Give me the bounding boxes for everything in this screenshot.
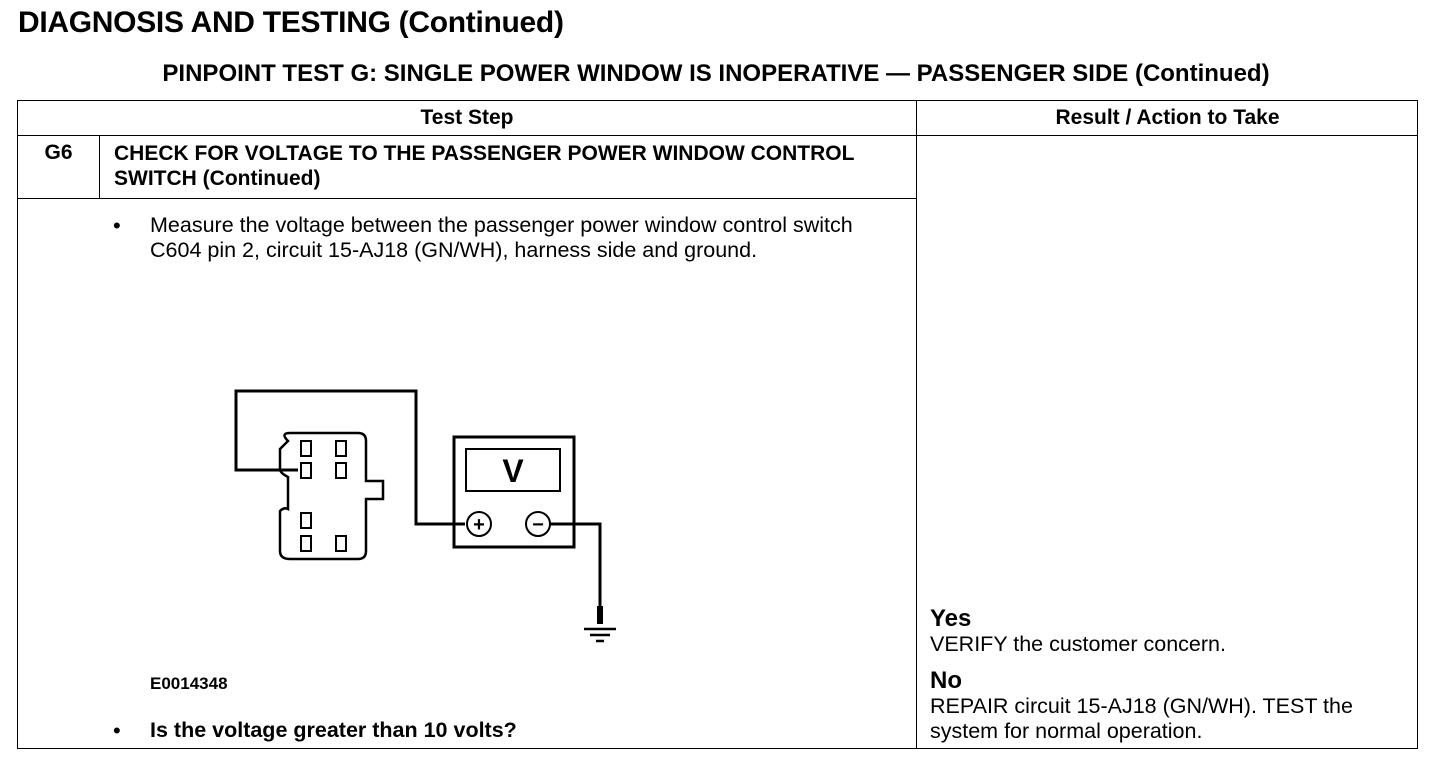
page-title: DIAGNOSIS AND TESTING (Continued) [18,6,564,39]
header-test-step: Test Step [420,106,514,129]
connector-c604 [278,431,385,561]
step-id: G6 [18,136,100,198]
result-yes-label: Yes [930,605,972,632]
test-lead-positive-wire [234,389,465,526]
step-question: Is the voltage greater than 10 volts? [150,718,517,742]
voltmeter-label: V [502,453,524,489]
ground-icon [584,627,616,643]
voltage-measurement-diagram: V + − [234,389,616,643]
result-no-label: No [930,667,962,694]
step-instruction: Measure the voltage between the passenge… [150,213,853,262]
question-bullet: • [113,718,121,743]
figure-id: E0014348 [150,674,228,693]
column-divider [916,101,917,748]
meter-positive-terminal [466,511,492,537]
pinpoint-test-title: PINPOINT TEST G: SINGLE POWER WINDOW IS … [162,60,1270,87]
table-header-row: Test Step Result / Action to Take [18,101,1417,136]
probe-tip [597,606,603,624]
voltmeter-display [465,448,561,492]
connector-pins [300,440,347,552]
instruction-bullet: • [113,213,121,238]
result-no-action: REPAIR circuit 15-AJ18 (GN/WH). TEST the… [930,694,1353,743]
result-yes: Yes VERIFY the customer concern. [930,606,1410,657]
voltmeter-body [452,435,576,549]
header-result-action: Result / Action to Take [1055,106,1280,129]
pinpoint-test-table: Test Step Result / Action to Take G6 CHE… [17,100,1418,749]
step-header-row: G6 CHECK FOR VOLTAGE TO THE PASSENGER PO… [18,136,917,199]
meter-plus-sign: + [473,514,485,536]
step-title: CHECK FOR VOLTAGE TO THE PASSENGER POWER… [114,142,855,190]
result-no: No REPAIR circuit 15-AJ18 (GN/WH). TEST … [930,668,1410,744]
meter-minus-sign: − [532,514,544,536]
result-yes-action: VERIFY the customer concern. [930,632,1226,656]
test-lead-negative-wire [550,522,602,613]
